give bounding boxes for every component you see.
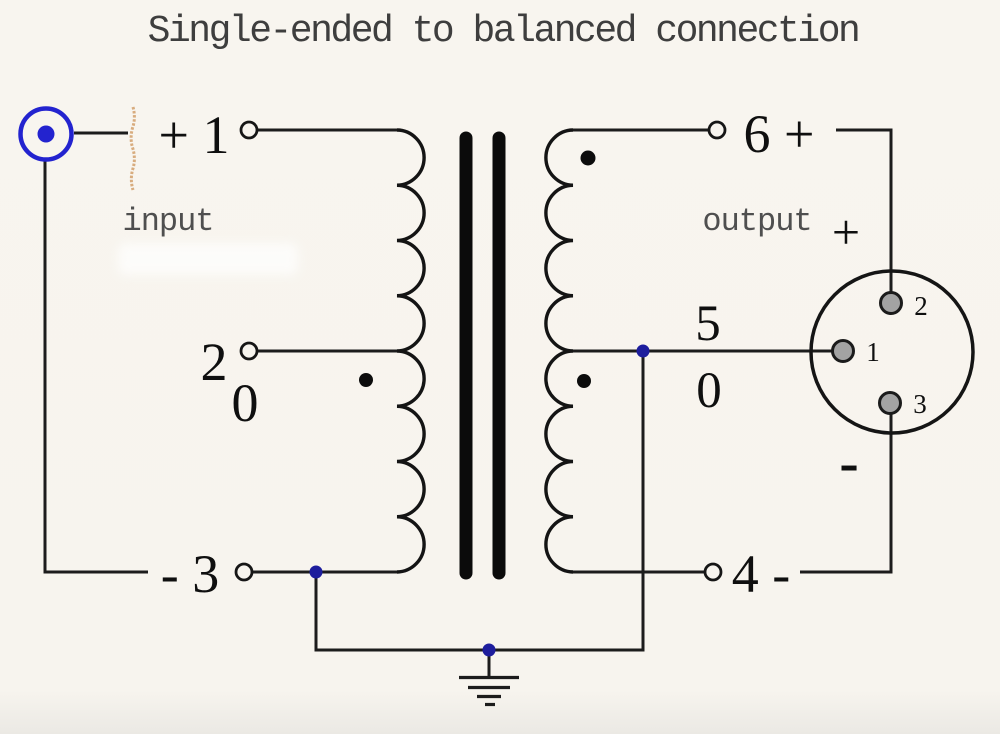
terminal-3-minus [234,562,254,582]
phase-dot-secondary-bottom [577,374,591,388]
junction-dot-secondary-tap [636,344,650,358]
polarity-plus-mark: + [832,204,860,260]
xlr-pin3-label: 3 [913,389,927,419]
xlr-pin3 [878,391,902,415]
terminal-6-plus [707,120,727,140]
label-terminal-plus-1: + 1 [159,105,230,165]
wire-terminal4-to-pin3 [800,413,893,574]
wire-rca-ground-return [43,159,148,574]
earth-ground-icon [459,675,519,707]
junction-dot-ground [482,643,496,657]
terminal-2-tap [239,341,259,361]
junction-dot-primary-bottom [309,565,323,579]
phase-dot-primary [359,373,373,387]
xlr-connector-icon: 2 1 3 [809,269,975,435]
label-terminal-6-plus: 6 + [744,104,815,164]
diagram-title: Single-ended to balanced connection [148,10,859,53]
label-terminal-2: 2 [201,332,228,392]
rca-center-pin [37,125,55,143]
label-input: input [122,203,213,240]
watermark [118,243,298,275]
xlr-pin2-label: 2 [914,291,928,321]
label-tap-zero-left: 0 [232,373,259,433]
phase-dot-secondary-top [580,150,596,166]
polarity-minus-mark: - [839,430,858,495]
label-output: output [702,203,811,240]
secondary-winding-coil [544,128,574,574]
label-terminal-5: 5 [695,296,721,352]
xlr-pin2 [879,291,903,315]
wire-terminal6-to-pin2 [836,128,893,293]
label-tap-zero-right: 0 [696,363,722,419]
xlr-pin1 [831,339,855,363]
rca-jack-icon [18,106,74,162]
coupling-mark [129,106,136,191]
label-terminal-4-minus: 4 - [732,544,790,604]
wire-ground-bus [314,351,645,652]
terminal-4-minus [703,562,723,582]
rca-outer-ring [18,106,74,162]
xlr-pin1-label: 1 [866,337,880,367]
primary-winding-coil [396,128,426,574]
label-terminal-minus-3: - 3 [161,544,219,604]
xlr-body-ring [809,269,975,435]
terminal-1-plus [239,120,259,140]
